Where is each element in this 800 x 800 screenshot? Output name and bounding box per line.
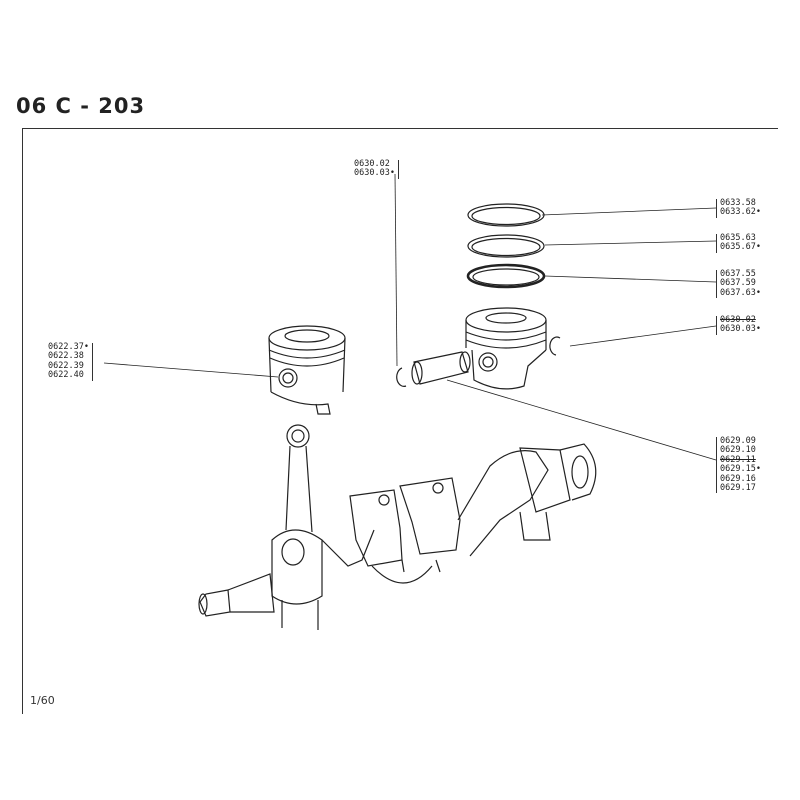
part-number: 0622.37•	[48, 342, 89, 352]
left-piston	[268, 325, 346, 415]
part-number: 0629.10	[720, 445, 756, 456]
part-number: 0629.16	[720, 473, 756, 484]
part-number: 0622.40	[48, 370, 84, 381]
callout-oil-ring: 0637.55 0637.59 0637.63•	[716, 269, 761, 299]
circlips	[396, 336, 561, 387]
gudgeon-pin	[411, 351, 471, 385]
right-piston	[465, 307, 547, 390]
part-number: 0622.38	[48, 351, 84, 362]
part-number: 0633.58	[720, 198, 756, 208]
part-number: 0630.02	[354, 159, 390, 169]
piston-rings	[466, 203, 546, 289]
callout-piston-assembly: 0622.37• 0622.38 0622.39 0622.40	[48, 342, 93, 381]
connecting-rod	[271, 424, 323, 630]
frame-top-border	[22, 128, 778, 129]
part-number: 0629.09	[720, 436, 756, 446]
part-number: 0622.39	[48, 360, 84, 371]
callout-circlip: 0630.02 0630.03•	[716, 315, 761, 335]
part-number: 0635.63	[720, 233, 756, 243]
part-number: 0635.67•	[720, 242, 761, 253]
part-number: 0637.63•	[720, 287, 761, 298]
part-number: 0629.15•	[720, 464, 761, 475]
page-number: 1/60	[30, 694, 55, 707]
crankshaft	[198, 443, 597, 617]
part-number: 0637.59	[720, 278, 756, 289]
page-title: 06 C - 203	[16, 94, 146, 118]
part-number: 0630.02	[720, 315, 756, 325]
part-number: 0637.55	[720, 269, 756, 279]
part-number: 0629.17	[720, 482, 756, 493]
leader-lines	[103, 173, 717, 461]
part-number: 0630.03•	[720, 324, 761, 335]
callout-pin-clips: 0630.02 0630.03•	[354, 159, 399, 179]
callout-second-ring: 0635.63 0635.67•	[716, 233, 761, 253]
part-number: 0633.62•	[720, 207, 761, 218]
part-number: 0629.11	[720, 454, 756, 465]
callout-gudgeon-pin: 0629.09 0629.10 0629.11 0629.15• 0629.16…	[716, 436, 761, 494]
part-number: 0630.03•	[354, 168, 395, 179]
frame-left-border	[22, 128, 23, 714]
callout-top-ring: 0633.58 0633.62•	[716, 198, 761, 218]
